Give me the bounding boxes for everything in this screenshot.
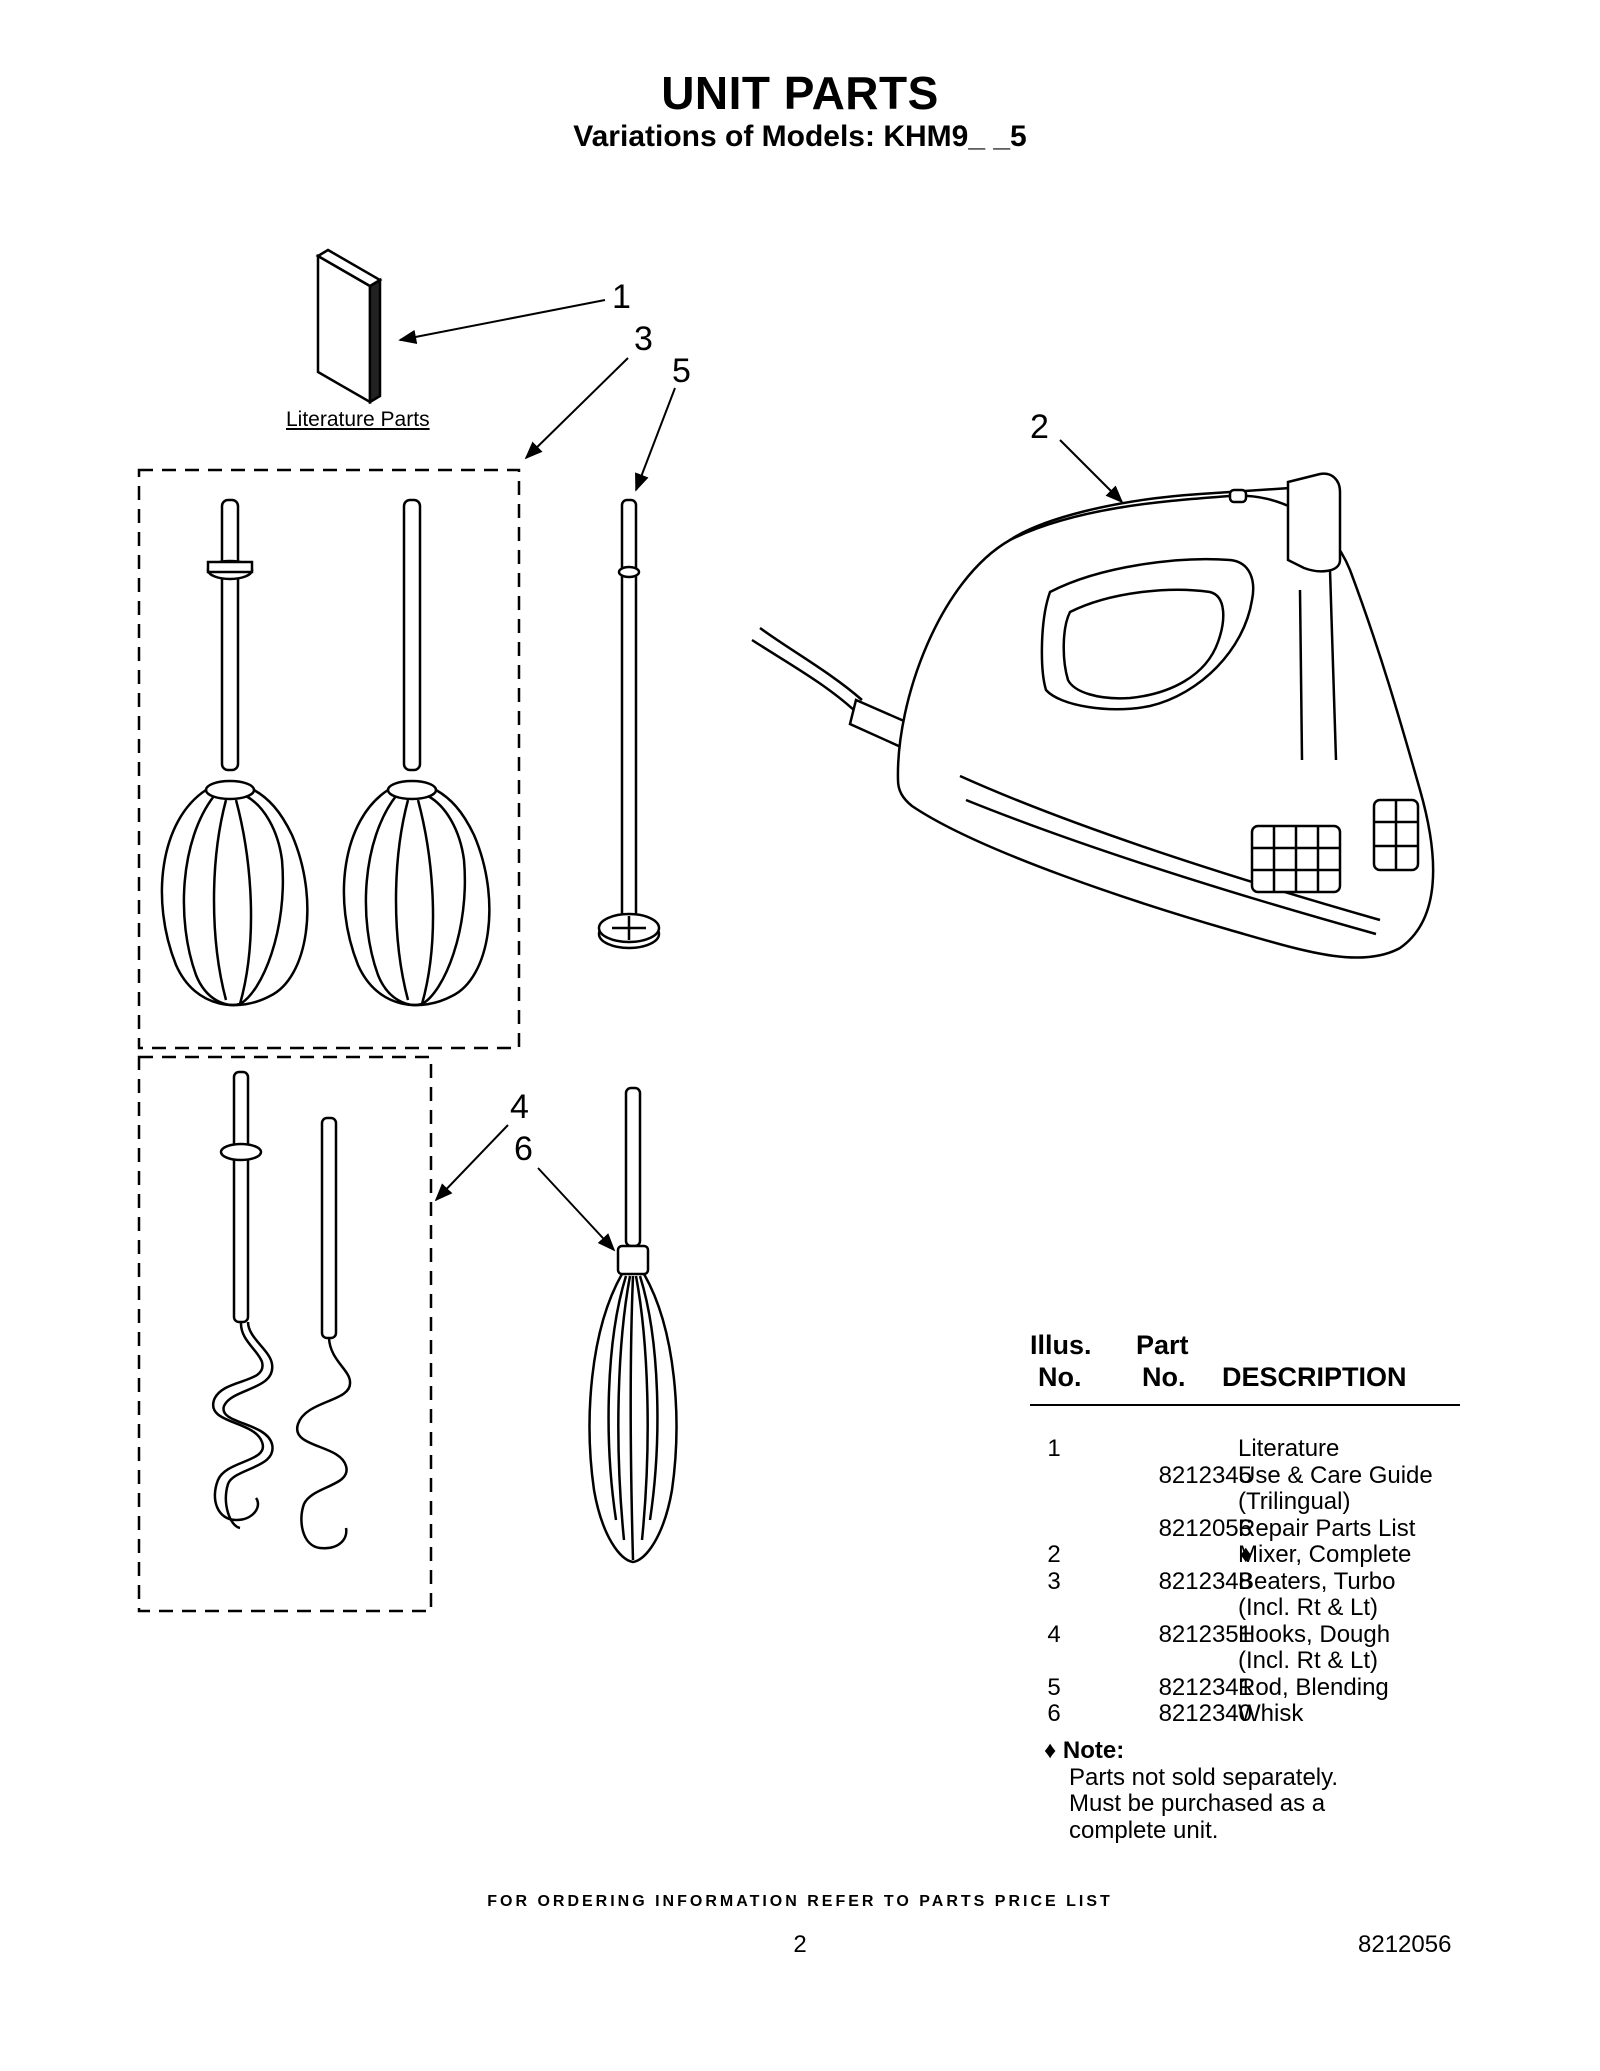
table-row: 1 Literature [1030, 1435, 1460, 1463]
document-number: 8212056 [1358, 1931, 1452, 1958]
note-line: Parts not sold separately. [1069, 1763, 1339, 1791]
dough-hooks-illustration [211, 1070, 352, 1550]
callout-numbers: 1 3 5 2 4 6 [510, 278, 1049, 1168]
cell-description: Beaters, Turbo [1238, 1567, 1396, 1595]
cell-description: (Incl. Rt & Lt) [1238, 1594, 1379, 1621]
callout-4: 4 [510, 1088, 529, 1126]
header-rule [1030, 1404, 1460, 1406]
cell-illus-no: 5 [1047, 1673, 1061, 1701]
cell-illus-no: 2 [1047, 1541, 1061, 1568]
header-illus-line1: Illus. [1030, 1330, 1092, 1360]
cell-illus-no: 6 [1047, 1700, 1061, 1727]
header-description: DESCRIPTION [1222, 1362, 1407, 1392]
cell-description: Use & Care Guide [1238, 1461, 1433, 1489]
callout-2: 2 [1030, 408, 1049, 446]
cell-part-no: 8212340 [1158, 1700, 1252, 1727]
note-lines: Parts not sold separately.Must be purcha… [1044, 1763, 1339, 1845]
cell-description: Literature [1238, 1435, 1340, 1462]
table-row: (Incl. Rt & Lt) [1030, 1647, 1460, 1675]
turbo-beaters-illustration [160, 498, 491, 1007]
cell-part-no: 8212345 [1158, 1461, 1252, 1489]
callout-6: 6 [514, 1130, 533, 1168]
parts-table: Illus. No. Part No. DESCRIPTION 1 Literat… [1030, 1330, 1460, 1728]
cell-illus-no: 1 [1047, 1435, 1061, 1462]
cell-part-no: 8212341 [1158, 1673, 1252, 1701]
note-heading: ♦ Note: [1044, 1737, 1125, 1764]
cell-description: (Trilingual) [1238, 1488, 1351, 1515]
cell-description: Hooks, Dough [1238, 1620, 1391, 1648]
cell-part-no: 8212348 [1158, 1567, 1252, 1595]
callout-3: 3 [634, 320, 653, 358]
cell-part-no: ♦ [1239, 1541, 1252, 1568]
cell-illus-no: 3 [1047, 1567, 1061, 1595]
whisk-illustration [588, 1086, 678, 1564]
cell-part-no: 8212056 [1158, 1514, 1252, 1542]
hand-mixer-illustration [751, 472, 1435, 959]
header-part-line2: No. [1142, 1362, 1186, 1392]
table-row: 2 ♦Mixer, Complete [1030, 1541, 1460, 1569]
page-subtitle: Variations of Models: KHM9_ _5 [573, 120, 1027, 153]
note-line: Must be purchased as a [1069, 1790, 1326, 1817]
note-line: complete unit. [1069, 1816, 1219, 1844]
cell-description: (Incl. Rt & Lt) [1238, 1647, 1379, 1674]
blending-rod-illustration [597, 498, 661, 950]
literature-booklet-illustration [315, 248, 383, 405]
cell-part-no: 8212351 [1158, 1620, 1252, 1648]
leader-lines [398, 299, 1124, 1252]
page-number: 2 [793, 1931, 807, 1958]
note-block: ♦ Note: Parts not sold separately.Must b… [1044, 1737, 1339, 1845]
callout-1: 1 [612, 278, 631, 316]
cell-description: Repair Parts List [1238, 1514, 1416, 1542]
cell-description: Mixer, Complete [1238, 1541, 1412, 1568]
hooks-group-box [137, 1055, 433, 1613]
beaters-group-box [137, 468, 521, 1050]
table-row: (Trilingual) [1030, 1488, 1460, 1516]
header-part-line1: Part [1136, 1330, 1189, 1360]
cell-illus-no: 4 [1047, 1620, 1061, 1648]
table-header: Illus. No. Part No. DESCRIPTION [1030, 1330, 1460, 1398]
table-row: (Incl. Rt & Lt) [1030, 1594, 1460, 1622]
ordering-footer: FOR ORDERING INFORMATION REFER TO PARTS … [487, 1893, 1113, 1910]
literature-parts-label: Literature Parts [286, 408, 430, 431]
callout-5: 5 [672, 352, 691, 390]
cell-description: Whisk [1238, 1700, 1304, 1727]
page-title: UNIT PARTS [661, 67, 939, 119]
header-illus-line2: No. [1038, 1362, 1082, 1392]
cell-description: Rod, Blending [1238, 1673, 1389, 1701]
